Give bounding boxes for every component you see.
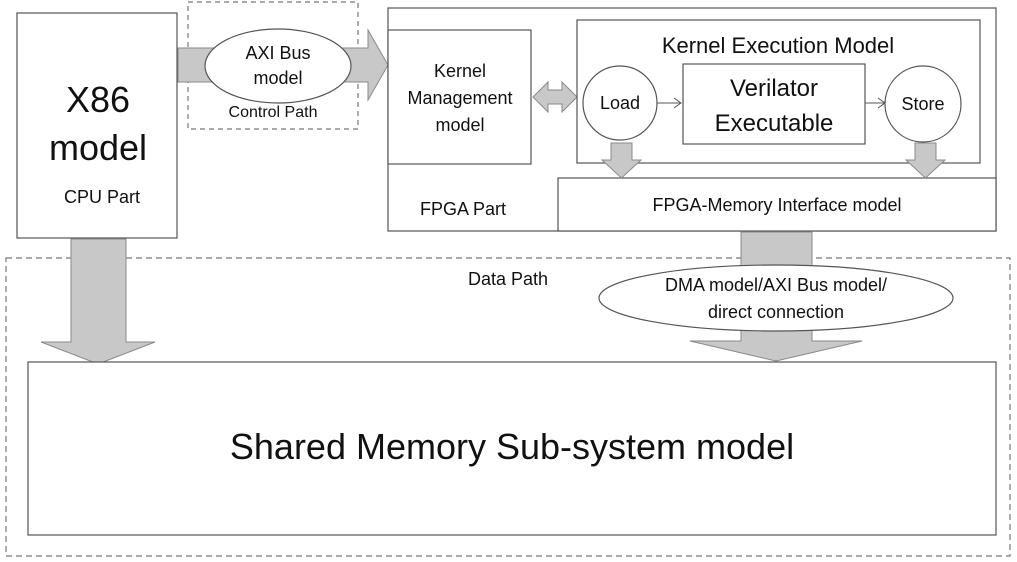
cpu-sublabel: CPU Part: [64, 187, 140, 207]
cpu-to-memory-arrow: [40, 238, 156, 365]
fpga-part-label: FPGA Part: [420, 199, 506, 219]
store-down-arrow: [904, 142, 947, 179]
cpu-box: [16, 12, 178, 239]
data-path-region: [5, 257, 1011, 557]
dma-ellipse: [598, 264, 954, 332]
data-path-label: Data Path: [468, 269, 548, 289]
shared-memory-box: [27, 361, 997, 536]
shared-memory-label: Shared Memory Sub-system model: [230, 426, 794, 467]
verilator-line2: Executable: [715, 110, 834, 137]
control-path-region: [187, 1, 359, 130]
load-label: Load: [600, 93, 640, 113]
store-label: Store: [901, 94, 944, 114]
control-path-label: Control Path: [229, 104, 318, 121]
verilator-line1: Verilator: [730, 75, 818, 102]
load-to-verilator-arrowhead: [673, 97, 682, 109]
kernel-management-line2: Management: [407, 88, 512, 108]
verilator-box: [682, 63, 866, 145]
cpu-title-line2: model: [49, 127, 147, 168]
kernel-management-box: [387, 29, 532, 165]
fpga-memory-interface-label: FPGA-Memory Interface model: [652, 195, 901, 215]
dma-label-line2: direct connection: [708, 302, 844, 322]
store-circle: [884, 65, 962, 143]
cpu-title-line1: X86: [66, 79, 130, 120]
axi-bus-label-line1: AXI Bus: [245, 43, 310, 63]
load-down-arrow: [600, 142, 643, 179]
kernel-execution-title: Kernel Execution Model: [662, 33, 894, 58]
kernel-management-line3: model: [435, 115, 484, 135]
dma-label-line1: DMA model/AXI Bus model/: [665, 275, 887, 295]
axi-bus-ellipse: [204, 28, 352, 104]
kernel-management-line1: Kernel: [434, 61, 486, 81]
axi-bus-label-line2: model: [253, 68, 302, 88]
fpga-memory-interface-box: [557, 177, 997, 232]
